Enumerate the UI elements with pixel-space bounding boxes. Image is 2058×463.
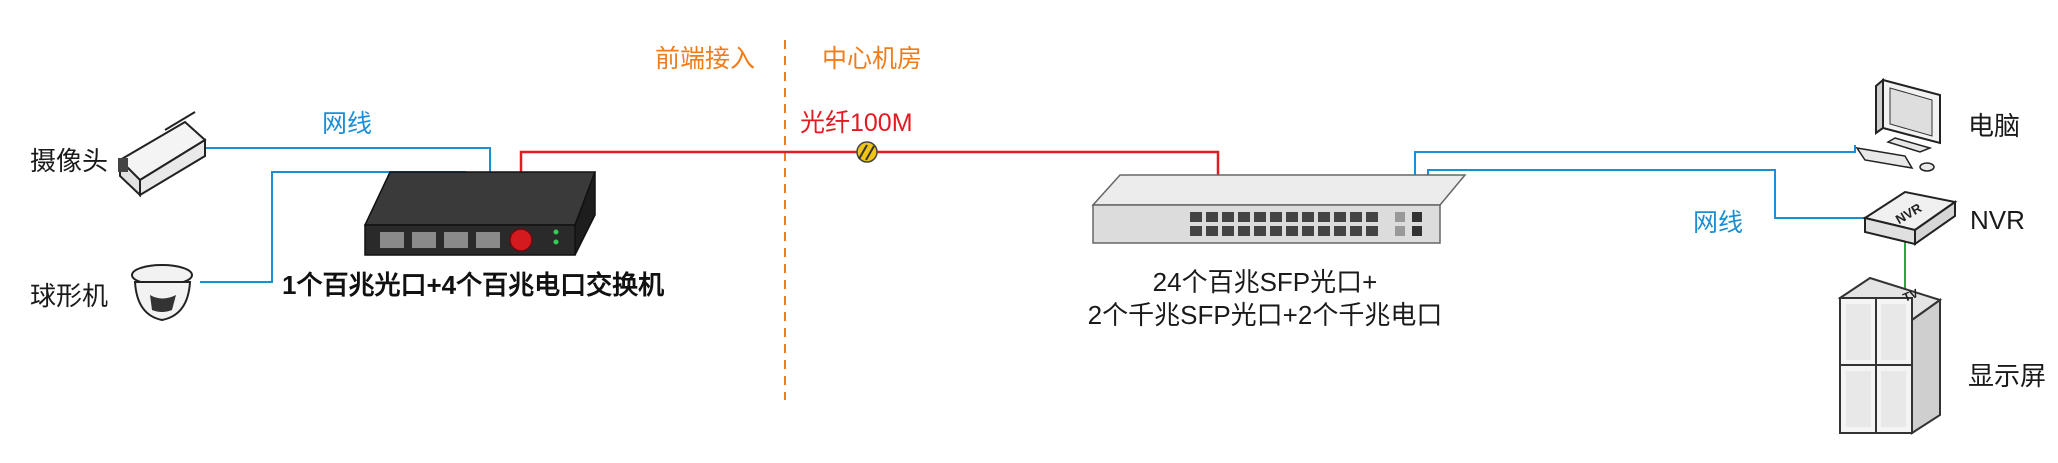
sfp-port — [1366, 212, 1378, 222]
sfp-port — [1190, 212, 1202, 222]
camera-label: 摄像头 — [30, 146, 109, 176]
sfp-port — [1350, 226, 1362, 236]
fiber-connector-icon — [856, 141, 878, 163]
edge-switch-label: 1个百兆光口+4个百兆电口交换机 — [282, 270, 665, 300]
sfp-port — [1334, 212, 1346, 222]
front-end-zone-label: 前端接入 — [655, 45, 756, 73]
display-label: 显示屏 — [1968, 361, 2047, 391]
sfp-port — [1302, 212, 1314, 222]
edge-switch-icon — [363, 171, 597, 256]
computer-icon — [1855, 77, 1941, 172]
dome-camera-label: 球形机 — [30, 281, 109, 311]
core-switch-icon — [1091, 174, 1467, 244]
sfp-port — [1254, 212, 1266, 222]
sfp-port — [1286, 212, 1298, 222]
sfp-port — [1366, 226, 1378, 236]
sfp-port — [1206, 226, 1218, 236]
sfp-port — [1350, 212, 1362, 222]
dome-camera-icon — [131, 264, 193, 322]
display-case-text: TV — [1901, 286, 1920, 305]
nvr-label: NVR — [1970, 205, 2025, 235]
sfp-port — [1254, 226, 1266, 236]
sfp-port — [1270, 226, 1282, 236]
computer-cable — [1414, 145, 1856, 205]
sfp-port — [1286, 226, 1298, 236]
nvr-cable — [1427, 169, 1870, 219]
computer-label: 电脑 — [1968, 111, 2021, 141]
fiber-label: 光纤100M — [800, 109, 913, 137]
sfp-port — [1270, 212, 1282, 222]
center-room-zone-label: 中心机房 — [822, 45, 923, 73]
sfp-port — [1206, 212, 1218, 222]
sfp-port — [1334, 226, 1346, 236]
sfp-port — [1190, 226, 1202, 236]
nvr-icon: NVR — [1862, 190, 1958, 246]
sfp-port — [1302, 226, 1314, 236]
box-camera-icon — [118, 111, 207, 198]
sfp-port — [1222, 226, 1234, 236]
core-switch-label-line1: 24个百兆SFP光口+ — [1152, 267, 1378, 297]
network-cable-right-label: 网线 — [1693, 209, 1744, 237]
sfp-port — [1318, 212, 1330, 222]
core-switch-label-line2: 2个千兆SFP光口+2个千兆电口 — [1087, 300, 1443, 330]
sfp-port — [1238, 226, 1250, 236]
sfp-port — [1238, 212, 1250, 222]
sfp-port — [1318, 226, 1330, 236]
display-wall-icon: TV — [1837, 276, 1943, 435]
sfp-port — [1222, 212, 1234, 222]
network-cable-left-label: 网线 — [322, 110, 373, 138]
